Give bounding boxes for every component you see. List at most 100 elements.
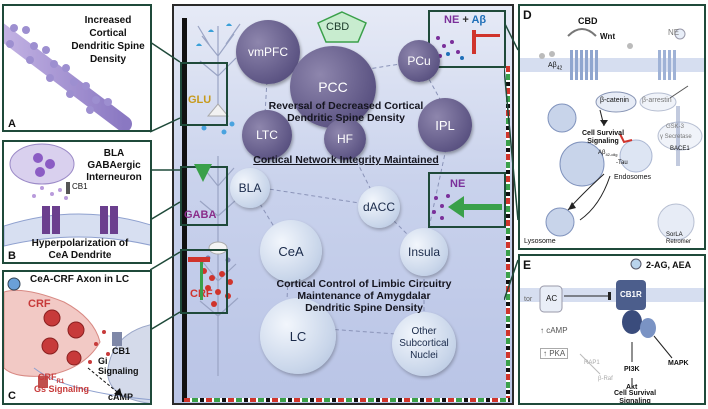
ne-text: NE — [444, 14, 460, 26]
panel-d-abeta-top: Aβ42 — [548, 62, 562, 71]
plus-text: + — [462, 14, 469, 26]
gaba-label: GABA — [184, 209, 217, 221]
panel-c-title: CeA-CRF Axon in LC — [30, 274, 130, 285]
panel-e-survival: Cell Survival Signaling — [614, 390, 657, 405]
caption-control: Cortical Control of Limbic Circuitry Mai… — [276, 278, 452, 314]
region-insula: Insula — [400, 228, 448, 276]
panel-e-cb1r: CB1R — [620, 290, 642, 299]
abeta-top-sub: 42 — [556, 65, 563, 72]
panel-d-letter: D — [523, 8, 532, 22]
ne-abeta-label: NE + Aβ — [444, 14, 486, 26]
panel-a-caption: Increased Cortical Dendritic Spine Densi… — [71, 15, 145, 65]
connector-b — [150, 169, 181, 221]
crfr-main: CRF — [38, 372, 57, 382]
ne-abeta-box — [428, 10, 506, 68]
abeta-olig-main: Aβ — [598, 150, 606, 156]
abeta-olig-sub: 42-olig — [605, 152, 618, 158]
glu-label: GLU — [188, 94, 212, 106]
crfr-sub: R1 — [56, 378, 65, 385]
panel-b-title: BLA GABAergic Interneuron — [86, 148, 142, 183]
panel-c-cb1: CB1 — [112, 346, 131, 356]
region-other-subcortical: Other Subcortical Nuclei — [392, 312, 456, 376]
panel-c-crfr: CRFR1 — [38, 372, 64, 385]
connector-d — [504, 21, 519, 221]
panel-c-gi: Gi Signaling — [98, 356, 139, 376]
panel-d-sorla: SorLA Retromer — [666, 232, 692, 245]
panel-c-crf: CRF — [28, 298, 51, 310]
panel-a-letter: A — [8, 118, 16, 130]
panel-e-braf: β-Raf — [598, 376, 613, 382]
glu-box — [180, 62, 228, 126]
region-pcc: PCC — [290, 46, 376, 128]
panel-d-survival: Cell Survival Signaling — [582, 130, 625, 145]
panel-e-ligands: 2-AG, AEA — [646, 260, 692, 270]
abeta-top-main: Aβ — [548, 62, 557, 69]
connector-e — [504, 259, 519, 301]
panel-e-pi3k: PI3K — [624, 366, 640, 373]
region-ipl: IPL — [418, 98, 472, 152]
ne-arrow — [432, 194, 502, 220]
vertical-black-bar — [182, 18, 187, 402]
panel-d-abeta-olig: Aβ42-olig — [598, 150, 617, 157]
panel-e-tor: tor — [524, 296, 533, 303]
region-ltc: LTC — [242, 110, 292, 160]
panel-d-bace: BACE1 — [670, 146, 690, 152]
region-dacc: dACC — [358, 186, 400, 228]
panel-e-ac: AC — [546, 294, 558, 303]
panel-c-camp: cAMP — [108, 392, 134, 402]
panel-d-beta-arrestin: β-arrestin — [642, 97, 672, 104]
panel-d-gsk: GSK-3 — [666, 124, 685, 130]
arrow-glu-to-gaba — [194, 164, 212, 182]
panel-e-letter: E — [523, 258, 532, 272]
cell-pathway-illustration — [520, 28, 704, 241]
panel-e-pka: ↑ PKA — [540, 348, 569, 359]
ne-label: NE — [450, 178, 466, 190]
panel-b-letter: B — [8, 250, 16, 262]
panel-b-receptor: CB1 — [72, 182, 88, 191]
region-lc: LC — [260, 298, 336, 374]
dendrite-illustration — [4, 23, 132, 130]
ne-box — [428, 172, 506, 228]
panel-c: CeA-CRF Axon in LC CRF CB1 Gi Signaling … — [2, 270, 152, 405]
synapse-illustration — [4, 143, 150, 247]
panel-e-rap: RAP1 — [584, 360, 600, 366]
abeta-text: Aβ — [471, 14, 487, 26]
panel-b-caption: Hyperpolarization of CeA Dendrite — [31, 238, 129, 261]
glu-neuron-body — [206, 103, 230, 117]
panel-d-lysosome: Lysosome — [524, 238, 556, 245]
panel-d-beta-catenin: β-catenin — [600, 97, 629, 104]
green-line-left — [200, 262, 203, 300]
right-dashed-border — [506, 66, 510, 402]
cbd-label: CBD — [326, 21, 350, 33]
panel-c-gs: Gs Signaling — [34, 384, 90, 394]
panel-b: BLA GABAergic Interneuron CB1 Hyperpolar… — [2, 140, 152, 264]
region-bla: BLA — [230, 168, 270, 208]
region-cea: CeA — [260, 220, 322, 282]
panel-d-tau: -Tau — [616, 160, 628, 166]
region-vmpfc: vmPFC — [236, 20, 300, 84]
center-panel: GLU GABA CRF CBD NE + Aβ NE vmPFC PCC PC… — [172, 4, 514, 405]
panel-d-wnt: Wnt — [600, 32, 616, 41]
ne-abeta-dots — [436, 30, 500, 60]
caption-reversal: Reversal of Decreased Cortical Dendritic… — [268, 100, 424, 124]
panel-d-ne: NE — [668, 28, 680, 37]
caption-integrity: Cortical Network Integrity Maintained — [253, 154, 439, 166]
axon-illustration — [4, 277, 150, 403]
panel-e: E 2-AG, AEA CB1R tor AC ↑ cAMP ↑ PKA RAP… — [518, 254, 706, 405]
bottom-dashed-border — [184, 398, 510, 402]
cb1r-pathway-illustration — [520, 258, 704, 386]
connector-c — [150, 251, 181, 331]
red-inhibition-bar — [188, 257, 210, 262]
panel-d: D CBD Wnt NE Aβ42 β-catenin β-arrestin G… — [518, 4, 706, 250]
connector-a — [150, 41, 181, 133]
panel-d-cbd: CBD — [578, 16, 598, 26]
panel-e-akt: Akt — [626, 384, 638, 391]
panel-c-letter: C — [8, 390, 16, 402]
cbd-pentagon — [317, 11, 367, 43]
panel-a: Increased Cortical Dendritic Spine Densi… — [2, 4, 152, 132]
panel-e-mapk: MAPK — [668, 360, 689, 367]
panel-d-endosomes: Endosomes — [614, 174, 651, 181]
panel-e-camp: ↑ cAMP — [540, 326, 568, 335]
region-hf: HF — [324, 118, 366, 160]
region-pcu: PCu — [398, 40, 440, 82]
